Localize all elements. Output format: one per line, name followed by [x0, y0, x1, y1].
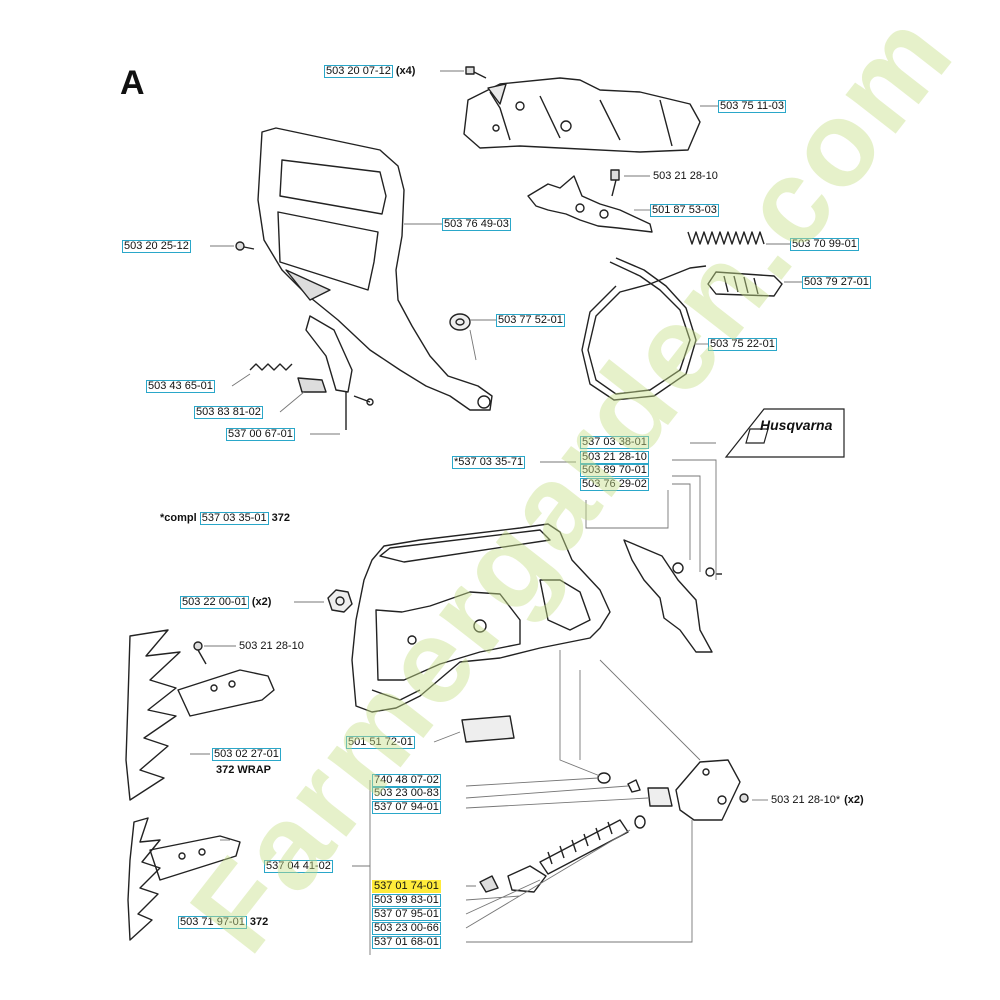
- part-label[interactable]: 503 75 11-03: [718, 100, 787, 113]
- small-spring: [249, 363, 293, 371]
- part-label[interactable]: 503 20 25-12: [122, 240, 191, 253]
- part-label[interactable]: 537 03 35-01: [199, 512, 269, 525]
- part-label-selected[interactable]: 537 01 74-01: [372, 880, 441, 893]
- brake-lever: [527, 169, 653, 233]
- part-label[interactable]: 503 79 27-01: [802, 276, 871, 289]
- bushing: [449, 313, 471, 331]
- part-label[interactable]: *537 03 35-71: [452, 456, 526, 469]
- part-label[interactable]: 503 89 70-01: [580, 464, 649, 477]
- part-label[interactable]: 537 00 67-01: [226, 428, 295, 441]
- clutch-cover-top: [463, 66, 701, 153]
- part-label[interactable]: 503 21 28-10: [580, 451, 649, 464]
- clutch-cover-main: [351, 523, 611, 713]
- spring-housing: [707, 271, 783, 297]
- part-label[interactable]: 537 07 95-01: [372, 908, 441, 921]
- nut: [327, 589, 353, 613]
- part-label[interactable]: 503 83 81-02: [194, 406, 263, 419]
- bumper-spike-wrap: [125, 629, 275, 801]
- part-label[interactable]: 537 04 41-02: [264, 860, 333, 873]
- bumper-spike-372: [127, 817, 241, 941]
- tensioner-assembly: [479, 759, 749, 893]
- part-label[interactable]: 503 76 49-03: [442, 218, 511, 231]
- part-label[interactable]: 503 76 29-02: [580, 478, 649, 491]
- part-label[interactable]: 537 01 68-01: [372, 936, 441, 949]
- bar-plate-right: [623, 539, 722, 653]
- part-label[interactable]: 503 20 07-12(x4): [324, 65, 416, 78]
- part-label[interactable]: 503 21 28-10*(x2): [771, 794, 864, 806]
- brake-band: [581, 257, 707, 401]
- part-label[interactable]: 501 51 72-01: [346, 736, 415, 749]
- part-label[interactable]: 503 99 83-01: [372, 894, 441, 907]
- section-letter: A: [120, 64, 145, 102]
- chain-brake-handle: [257, 127, 493, 430]
- caption-372-wrap: 372 WRAP: [216, 764, 272, 776]
- part-label[interactable]: 537 07 94-01: [372, 801, 441, 814]
- part-label[interactable]: 503 22 00-01(x2): [180, 596, 272, 609]
- brand-name: Husqvarna: [760, 417, 833, 433]
- part-label[interactable]: 503 23 00-66: [372, 922, 441, 935]
- part-label[interactable]: 503 77 52-01: [496, 314, 565, 327]
- part-label[interactable]: 740 48 07-02: [372, 774, 441, 787]
- part-label[interactable]: 501 87 53-03: [650, 204, 719, 217]
- part-label[interactable]: 503 21 28-10: [239, 640, 304, 652]
- husqvarna-logo: [724, 408, 845, 458]
- rubber-pad: [461, 715, 515, 743]
- part-label[interactable]: 537 03 38-01: [580, 436, 649, 449]
- small-block: [297, 377, 327, 393]
- screw-left: [235, 241, 255, 251]
- part-label[interactable]: 503 23 00-83: [372, 787, 441, 800]
- part-label[interactable]: 503 43 65-01: [146, 380, 215, 393]
- part-label[interactable]: 503 71 97-01 372: [178, 916, 269, 929]
- part-label[interactable]: 503 21 28-10: [653, 170, 718, 182]
- part-label[interactable]: 503 70 99-01: [790, 238, 859, 251]
- coil-spring: [687, 231, 765, 245]
- part-label[interactable]: 503 75 22-01: [708, 338, 777, 351]
- part-label[interactable]: 503 02 27-01: [212, 748, 281, 761]
- compl-line: *compl 537 03 35-01 372: [160, 512, 291, 525]
